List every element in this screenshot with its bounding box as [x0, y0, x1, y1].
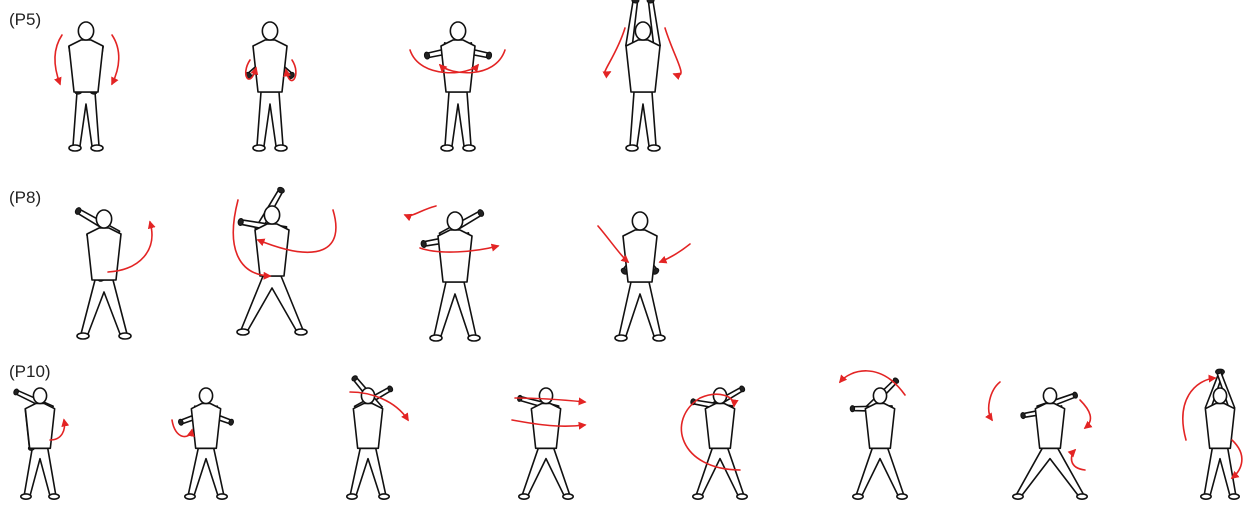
pose-p10-7: [989, 382, 1091, 499]
motion-arrow-icon: [1232, 440, 1242, 478]
pose-p10-4: [512, 388, 585, 499]
motion-arrow-icon: [405, 206, 436, 216]
motion-arrow-icon: [660, 244, 690, 262]
pose-p10-8: [1183, 368, 1242, 499]
pose-p5-3: [410, 22, 505, 151]
motion-arrow-icon: [605, 28, 625, 74]
pose-p8-2: [233, 186, 336, 335]
pose-p5-4: [605, 0, 681, 151]
motion-arrow-icon: [840, 371, 905, 395]
pose-p10-2: [172, 388, 234, 499]
pose-p5-1: [55, 22, 119, 151]
pose-p10-6: [840, 371, 907, 499]
motion-arrow-icon: [989, 382, 1000, 420]
motion-arrow-icon: [112, 35, 119, 84]
motion-arrow-icon: [665, 28, 681, 75]
motion-arrow-icon: [55, 35, 62, 84]
motion-arrow-icon: [1071, 450, 1085, 470]
pose-p8-1: [74, 207, 152, 339]
pose-p10-1: [13, 388, 65, 499]
motion-arrow-icon: [1080, 400, 1090, 428]
pose-p5-2: [245, 22, 296, 151]
pose-p10-3: [347, 375, 408, 499]
pose-p10-5: [681, 385, 747, 499]
pose-p8-4: [598, 212, 690, 341]
pose-p8-3: [405, 206, 498, 341]
